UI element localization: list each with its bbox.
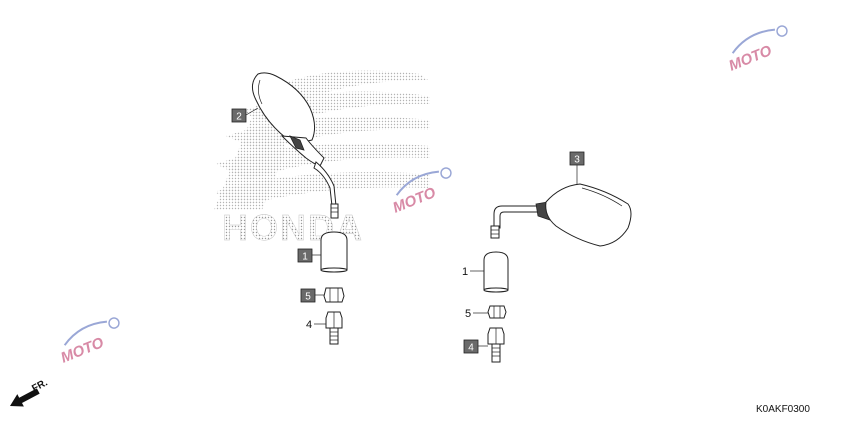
left-adapter[interactable] xyxy=(325,311,343,345)
honda-wing-logo xyxy=(214,70,430,210)
left-nut[interactable] xyxy=(323,287,345,303)
watermark-top-right: MOTO xyxy=(726,25,788,75)
right-nut[interactable] xyxy=(487,305,507,319)
callout-right-adapter: 4 xyxy=(463,339,488,354)
diagram-code: K0AKF0300 xyxy=(756,404,810,415)
svg-text:3: 3 xyxy=(574,155,580,166)
callout-right-cover: 1 xyxy=(462,266,484,278)
left-mirror[interactable] xyxy=(252,72,339,219)
right-adapter[interactable] xyxy=(487,327,505,363)
right-mirror-cover[interactable] xyxy=(483,251,509,293)
callout-left-adapter: 4 xyxy=(306,319,326,331)
callout-right-mirror: 3 xyxy=(569,151,585,184)
watermark-text: MOTO xyxy=(390,184,438,217)
arrow-front-icon xyxy=(10,388,40,407)
svg-text:5: 5 xyxy=(305,292,311,303)
front-direction-indicator: FR. xyxy=(10,377,50,407)
svg-text:1: 1 xyxy=(302,252,308,263)
watermark-text: MOTO xyxy=(58,334,106,367)
callout-left-nut: 5 xyxy=(300,288,324,303)
left-mirror-cover[interactable] xyxy=(320,231,348,273)
svg-text:4: 4 xyxy=(468,343,474,354)
callout-left-mirror: 2 xyxy=(231,107,259,123)
watermark-text: MOTO xyxy=(726,42,774,75)
svg-text:1: 1 xyxy=(462,266,468,278)
motorcycle-logo-icon xyxy=(395,170,440,196)
honda-logo-text: HONDA xyxy=(222,207,364,248)
watermark-bottom-left: MOTO xyxy=(58,317,120,367)
svg-text:2: 2 xyxy=(236,112,242,123)
svg-text:4: 4 xyxy=(306,319,312,331)
svg-text:5: 5 xyxy=(465,308,471,320)
motorcycle-logo-icon xyxy=(731,28,776,54)
callout-left-cover: 1 xyxy=(297,248,321,263)
callout-right-nut: 5 xyxy=(465,308,488,320)
motorcycle-logo-icon xyxy=(63,320,108,346)
right-mirror[interactable] xyxy=(490,183,632,247)
front-direction-label: FR. xyxy=(30,377,50,394)
